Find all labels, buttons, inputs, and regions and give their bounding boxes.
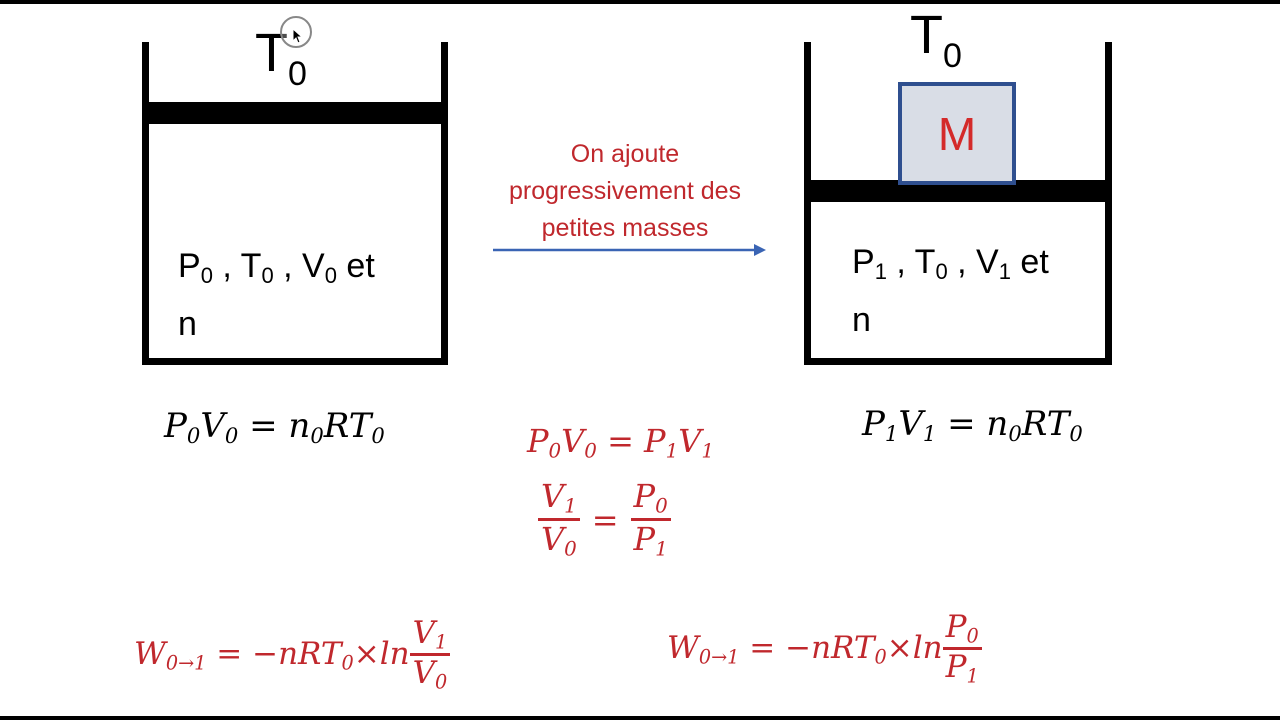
- right-cylinder-bottom: [804, 358, 1112, 365]
- work-pressure-fraction: P0 P1: [942, 609, 982, 688]
- work-volume-fraction: V1 V0: [409, 615, 451, 694]
- right-piston: [804, 180, 1112, 202]
- left-cylinder-wall-left: [142, 42, 149, 364]
- arrow-caption-line-3: petites masses: [541, 214, 709, 242]
- isothermal-equation: P0V0 = P1V1: [527, 422, 714, 463]
- arrow-caption: On ajoute progressivement des petites ma…: [470, 136, 780, 247]
- left-state-label: P0 , T0 , V0 et n: [178, 247, 375, 343]
- ratio-fraction-right: P0 P1: [630, 478, 671, 562]
- left-gas-law-equation: P0V0 = n0RT0: [164, 406, 385, 448]
- process-arrow: [493, 244, 766, 256]
- right-cylinder-wall-left: [804, 42, 811, 364]
- left-piston: [142, 102, 448, 124]
- left-cylinder-wall-right: [441, 42, 448, 364]
- slide: T0 P0 , T0 , V0 et n M T0 P1 , T0 , V1 e…: [0, 4, 1280, 716]
- arrow-caption-line-2: progressivement des: [508, 177, 742, 205]
- right-state-label: P1 , T0 , V1 et n: [852, 243, 1049, 339]
- ratio-fraction-left: V1 V0: [538, 478, 580, 562]
- left-temperature-label: T0: [255, 23, 307, 93]
- mouse-pointer-icon: [292, 28, 304, 44]
- work-equation-pressure: W0→1 = −nRT0×ln P0 P1: [667, 609, 982, 688]
- ratio-equation: V1 V0 = P0 P1: [538, 478, 671, 562]
- right-gas-law-equation: P1V1 = n0RT0: [862, 404, 1083, 446]
- left-cylinder-bottom: [142, 358, 448, 365]
- right-temperature-label: T0: [910, 5, 962, 75]
- right-cylinder-wall-right: [1105, 42, 1112, 364]
- mass-label: M: [937, 107, 977, 160]
- mass-block: M: [898, 82, 1016, 185]
- work-equation-volume: W0→1 = −nRT0×ln V1 V0: [134, 615, 451, 694]
- arrow-caption-line-1: On ajoute: [570, 140, 680, 168]
